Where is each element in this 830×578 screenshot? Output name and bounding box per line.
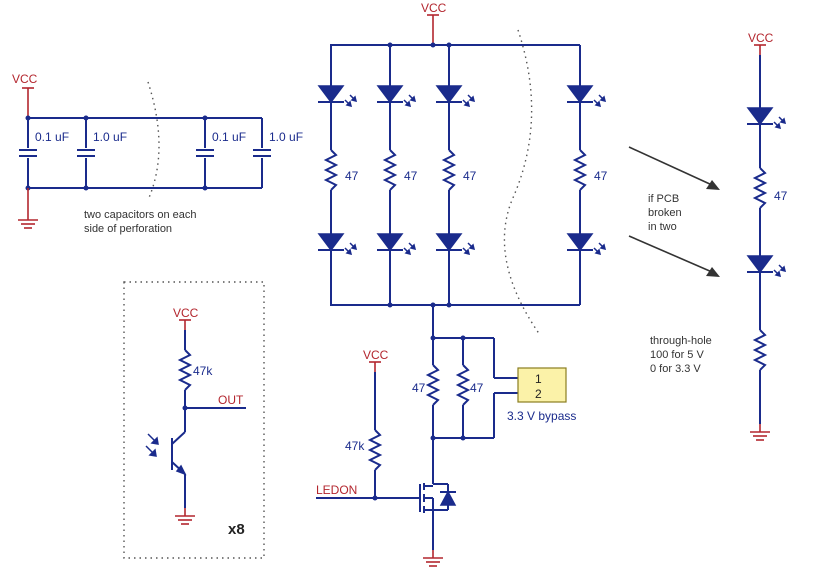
led-array: VCC 47 47 xyxy=(317,1,608,336)
vcc-label: VCC xyxy=(748,31,774,45)
cap-label: 1.0 uF xyxy=(269,130,303,144)
led-string: 47 xyxy=(435,45,477,305)
resistor xyxy=(752,167,768,209)
resistor xyxy=(323,149,339,191)
led xyxy=(317,85,357,107)
led xyxy=(566,233,606,255)
led xyxy=(376,85,416,107)
capacitor xyxy=(195,149,215,157)
through-hole-note: 100 for 5 V xyxy=(650,349,704,361)
resistor xyxy=(455,364,471,406)
pcb-note: if PCB xyxy=(648,193,679,205)
split-board-led-string: VCC 47 through-hole 100 for 5 V 0 for 3.… xyxy=(650,31,788,441)
cap-label: 1.0 uF xyxy=(93,130,127,144)
led-driver-section: 47 47 1 2 3.3 V bypass xyxy=(316,305,576,567)
resistor-value: 47k xyxy=(345,439,365,453)
repeat-boundary xyxy=(123,281,265,559)
pcb-note: in two xyxy=(648,221,677,233)
multiplier-label: x8 xyxy=(228,521,245,538)
vcc-label: VCC xyxy=(173,306,199,320)
led xyxy=(746,107,786,129)
perforation-line xyxy=(147,81,160,201)
resistor-value: 47 xyxy=(594,169,608,183)
led xyxy=(566,85,606,107)
vcc-symbol xyxy=(178,319,192,331)
bypass-jumper-connector xyxy=(517,367,567,403)
cap-label: 0.1 uF xyxy=(212,130,246,144)
led xyxy=(376,233,416,255)
resistor-value: 47 xyxy=(345,169,359,183)
connector-pin: 1 xyxy=(535,372,542,386)
resistor xyxy=(441,149,457,191)
decoupling-capacitor-block: VCC 0.1 uF 1.0 uF 0.1 uF 1.0 uF two capa… xyxy=(12,72,303,235)
resistor xyxy=(367,429,383,471)
out-label: OUT xyxy=(218,393,244,407)
resistor xyxy=(382,149,398,191)
phototransistor xyxy=(145,431,187,476)
cap-label: 0.1 uF xyxy=(35,130,69,144)
vcc-label: VCC xyxy=(421,1,447,15)
resistor-value: 47 xyxy=(412,381,426,395)
led xyxy=(435,85,475,107)
resistor-value: 47 xyxy=(470,381,484,395)
vcc-label: VCC xyxy=(363,348,389,362)
cap-note: two capacitors on each xyxy=(84,209,197,221)
led xyxy=(435,233,475,255)
resistor xyxy=(425,364,441,406)
ground-symbol xyxy=(17,211,39,229)
vcc-symbol xyxy=(753,44,767,56)
led-string: 47 xyxy=(566,45,608,305)
through-hole-note: through-hole xyxy=(650,335,712,347)
resistor xyxy=(177,349,193,391)
cap-note: side of perforation xyxy=(84,223,172,235)
resistor-value: 47 xyxy=(774,189,788,203)
mosfet xyxy=(419,483,457,513)
ledon-label: LEDON xyxy=(316,483,357,497)
capacitor xyxy=(252,149,272,157)
resistor xyxy=(752,329,768,371)
ground-symbol xyxy=(422,549,444,567)
vcc-symbol xyxy=(426,14,440,26)
phototransistor-block: VCC 47k OUT x8 xyxy=(123,281,265,559)
pcb-note: broken xyxy=(648,207,682,219)
led xyxy=(746,255,786,277)
connector-pin: 2 xyxy=(535,387,542,401)
bypass-label: 3.3 V bypass xyxy=(507,409,576,423)
led xyxy=(317,233,357,255)
led-string: 47 xyxy=(317,45,359,305)
vcc-label: VCC xyxy=(12,72,38,86)
ground-symbol xyxy=(174,507,196,525)
resistor-value: 47k xyxy=(193,364,213,378)
vcc-symbol xyxy=(368,361,382,373)
capacitor xyxy=(76,149,96,157)
split-pcb-note: if PCB broken in two xyxy=(628,146,720,277)
resistor xyxy=(572,149,588,191)
omitted-columns-indicator xyxy=(503,29,541,336)
capacitor xyxy=(18,149,38,157)
resistor-value: 47 xyxy=(463,169,477,183)
led-string: 47 xyxy=(376,45,418,305)
ground-symbol xyxy=(749,423,771,441)
through-hole-note: 0 for 3.3 V xyxy=(650,363,701,375)
resistor-value: 47 xyxy=(404,169,418,183)
vcc-symbol xyxy=(21,87,35,99)
